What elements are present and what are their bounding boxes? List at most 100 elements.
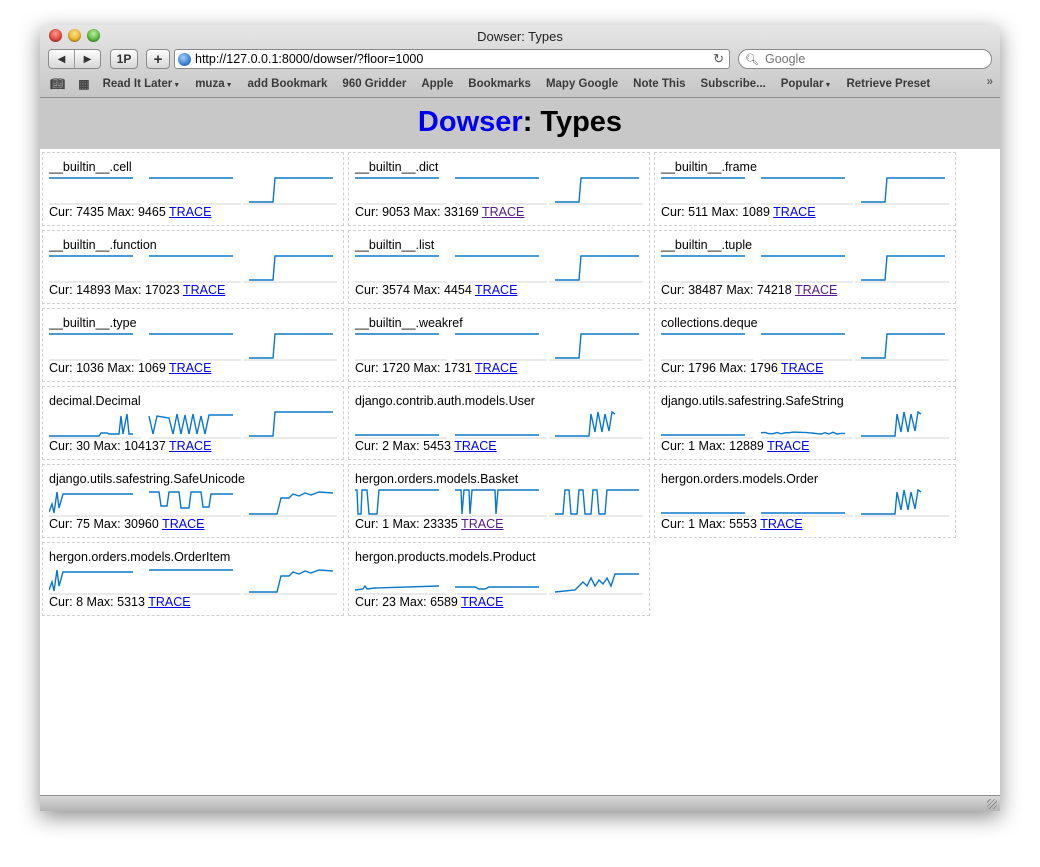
trace-link[interactable]: TRACE: [767, 439, 810, 453]
trace-link[interactable]: TRACE: [475, 361, 518, 375]
max-value: 5453: [423, 439, 451, 453]
max-value: 104137: [124, 439, 166, 453]
trace-link[interactable]: TRACE: [182, 283, 226, 297]
trace-link[interactable]: TRACE: [461, 595, 504, 609]
bookmark-item[interactable]: muza▼: [195, 78, 232, 90]
max-label: Max:: [698, 517, 726, 531]
sparkline-chart: [149, 491, 241, 517]
bookmark-item[interactable]: Note This: [633, 78, 685, 90]
cur-label: Cur:: [49, 283, 73, 297]
max-label: Max:: [86, 595, 114, 609]
sparkline-series: [861, 333, 945, 359]
trace-link[interactable]: TRACE: [773, 205, 816, 219]
max-value: 1069: [137, 361, 166, 375]
url-text[interactable]: http://127.0.0.1:8000/dowser/?floor=1000: [195, 52, 424, 66]
cur-value: 38487: [688, 283, 723, 297]
cur-value: 8: [76, 595, 84, 609]
count-stats: Cur: 1 Max: 12889 TRACE: [661, 439, 810, 453]
bookmark-item[interactable]: Popular▼: [781, 78, 832, 90]
bookmark-label: Popular: [780, 78, 824, 90]
sparkline-series: [555, 410, 616, 437]
count-stats: Cur: 38487 Max: 74218 TRACE: [661, 283, 837, 297]
sparkline-group: [49, 569, 337, 595]
sparkline-chart: [549, 177, 643, 205]
bookmark-item[interactable]: Mapy Google: [546, 78, 618, 90]
trace-link[interactable]: TRACE: [454, 439, 497, 453]
trace-link[interactable]: TRACE: [794, 283, 838, 297]
cur-label: Cur:: [355, 439, 379, 453]
max-label: Max:: [413, 361, 441, 375]
trace-link[interactable]: TRACE: [760, 517, 803, 531]
trace-link[interactable]: TRACE: [482, 205, 525, 219]
address-bar[interactable]: http://127.0.0.1:8000/dowser/?floor=1000…: [174, 49, 730, 69]
grid-icon[interactable]: ▦: [78, 77, 90, 91]
cur-value: 30: [76, 439, 91, 453]
more-bookmarks-icon[interactable]: »: [986, 76, 993, 88]
count-stats: Cur: 1036 Max: 1069 TRACE: [49, 361, 211, 375]
minimize-window-button[interactable]: [68, 29, 81, 42]
bookmark-item[interactable]: add Bookmark: [248, 78, 328, 90]
trace-link[interactable]: TRACE: [148, 595, 191, 609]
dowser-home-link[interactable]: Dowser: [417, 106, 523, 138]
add-bookmark-button[interactable]: +: [146, 49, 170, 69]
trace-link[interactable]: TRACE: [169, 205, 212, 219]
bookmark-label: Bookmarks: [468, 78, 531, 90]
book-icon[interactable]: 📖︎: [50, 77, 66, 91]
reload-icon[interactable]: ↻: [713, 51, 724, 66]
sparkline-chart: [149, 333, 241, 361]
sparkline-series: [861, 177, 945, 203]
page-title: Dowser: Types: [40, 98, 1000, 139]
cur-value: 1796: [688, 361, 716, 375]
resize-grip-icon[interactable]: [987, 799, 997, 809]
cur-value: 1: [382, 517, 390, 531]
cur-label: Cur:: [661, 361, 685, 375]
bookmark-item[interactable]: Retrieve Preset: [846, 78, 930, 90]
back-button[interactable]: ◀: [49, 50, 74, 68]
sparkline-chart: [243, 491, 337, 517]
title-bar: Dowser: Types: [40, 25, 1000, 47]
forward-button[interactable]: ▶: [74, 50, 100, 68]
close-window-button[interactable]: [49, 29, 62, 42]
sparkline-chart: [855, 333, 949, 361]
max-value: 1731: [443, 361, 472, 375]
type-name: collections.deque: [661, 316, 758, 330]
trace-link[interactable]: TRACE: [475, 283, 518, 297]
sparkline-chart: [455, 586, 547, 595]
zoom-window-button[interactable]: [87, 29, 100, 42]
bookmark-label: Apple: [421, 78, 454, 90]
browser-chrome: Dowser: Types ◀ ▶ 1P + http://127.0.0.1:…: [40, 25, 1000, 98]
sparkline-series: [861, 488, 922, 515]
sparkline-group: [661, 255, 949, 283]
search-input[interactable]: [762, 51, 967, 67]
trace-link[interactable]: TRACE: [461, 517, 504, 531]
search-field[interactable]: 🔍︎: [738, 49, 992, 69]
type-name: __builtin__.frame: [661, 160, 757, 174]
bookmark-item[interactable]: 960 Gridder: [342, 78, 406, 90]
sparkline-chart: [49, 177, 141, 205]
bookmark-item[interactable]: Read It Later▼: [103, 78, 181, 90]
onepassword-button[interactable]: 1P: [110, 49, 138, 69]
trace-link[interactable]: TRACE: [162, 517, 205, 531]
trace-link[interactable]: TRACE: [169, 439, 212, 453]
bookmark-item[interactable]: Apple: [421, 78, 453, 90]
browser-window: Dowser: Types ◀ ▶ 1P + http://127.0.0.1:…: [40, 25, 1000, 811]
trace-link[interactable]: TRACE: [781, 361, 824, 375]
cur-label: Cur:: [661, 205, 685, 219]
type-name: hergon.orders.models.OrderItem: [49, 550, 231, 564]
status-bar: [40, 795, 1000, 811]
trace-link[interactable]: TRACE: [169, 361, 212, 375]
sparkline-series: [555, 489, 639, 515]
bookmark-item[interactable]: Subscribe...: [701, 78, 766, 90]
cur-label: Cur:: [355, 361, 379, 375]
count-stats: Cur: 23 Max: 6589 TRACE: [355, 595, 504, 609]
bookmark-item[interactable]: Bookmarks: [468, 78, 531, 90]
sparkline-chart: [49, 491, 141, 517]
sparkline-chart: [148, 413, 241, 439]
cur-value: 14893: [76, 283, 111, 297]
